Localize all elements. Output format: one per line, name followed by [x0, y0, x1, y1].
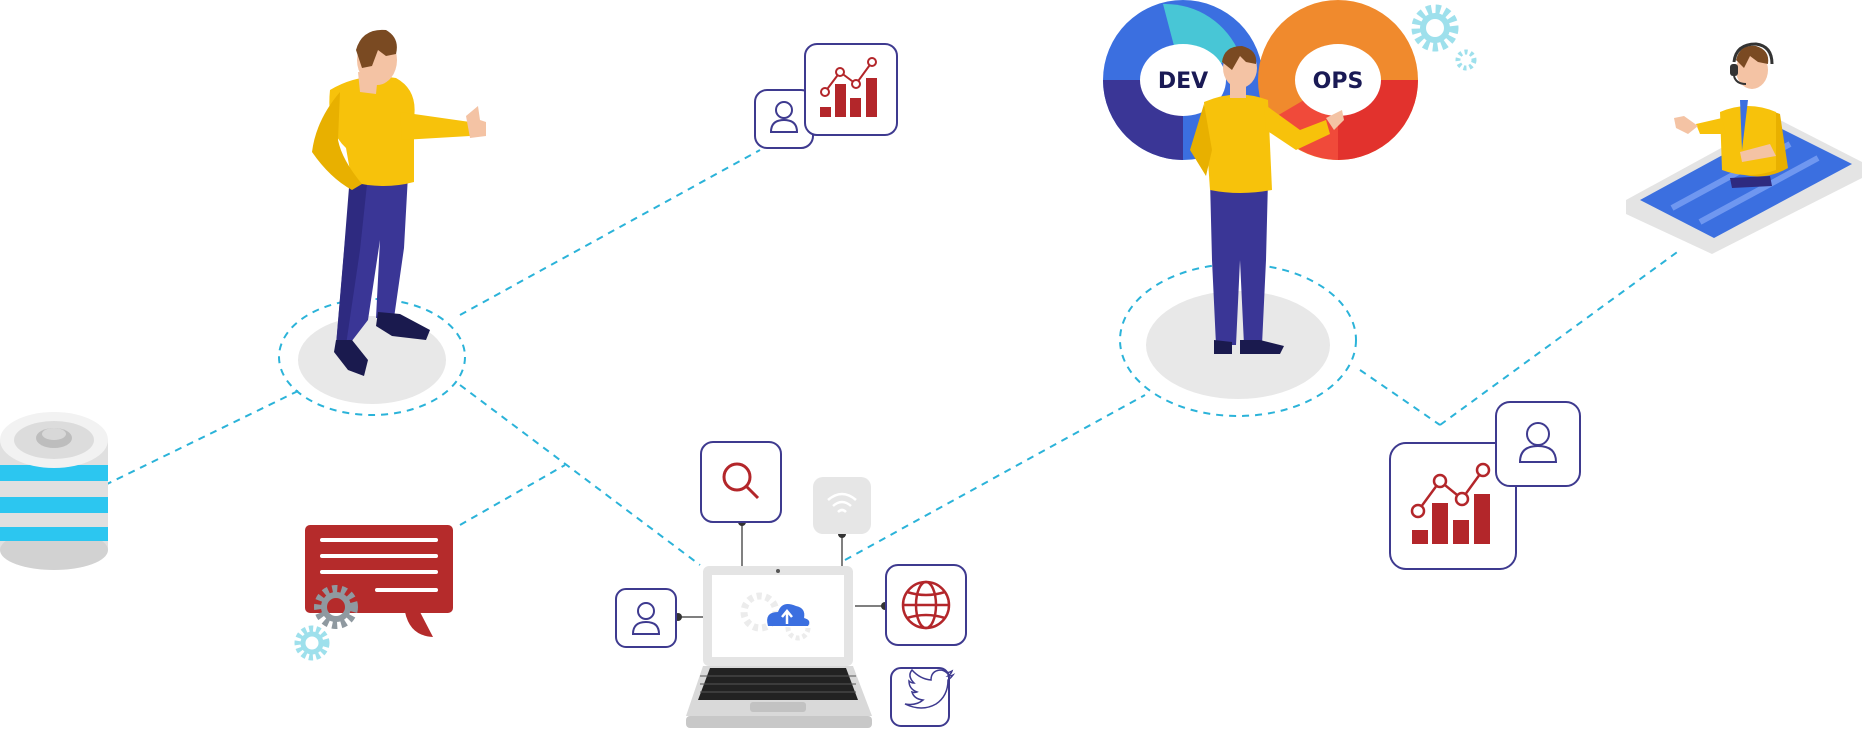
- connector-chat-to-line: [459, 464, 566, 526]
- person-card-laptop: [615, 588, 677, 648]
- person-icon: [769, 101, 799, 133]
- connector-person-to-chart: [459, 149, 761, 316]
- bar-chart-icon: [1410, 462, 1491, 544]
- person-thumbs-up: [312, 29, 486, 376]
- twitter-icon: [904, 668, 956, 709]
- search-icon: [722, 462, 760, 500]
- dev-label: DEV: [1158, 69, 1208, 94]
- twitter-card: [890, 667, 956, 727]
- bar-chart-icon: [820, 57, 877, 117]
- person-icon: [631, 602, 661, 635]
- connector-devops-to-chart: [1359, 369, 1441, 426]
- platform-ring-left: [278, 298, 466, 416]
- globe-icon: [901, 580, 951, 630]
- connector-chart-to-tablet: [1439, 249, 1681, 426]
- ops-label: OPS: [1313, 69, 1364, 94]
- support-agent: [1674, 42, 1788, 188]
- connector-person-to-laptop: [459, 384, 701, 566]
- gear-icon: [740, 592, 811, 641]
- person-icon: [1518, 422, 1558, 463]
- connector-lines: [104, 149, 1681, 566]
- platform-ring-right: [1119, 263, 1357, 417]
- laptop-cluster: [615, 441, 967, 728]
- chat-bubble-icon: [294, 525, 453, 661]
- database-icon: [0, 412, 108, 570]
- gear-icon: [1411, 4, 1477, 71]
- cloud-upload-icon: [767, 604, 810, 626]
- connector-database-to-person: [104, 389, 301, 486]
- chart-card-top: [804, 43, 898, 136]
- platform-right: [1146, 291, 1330, 399]
- chart-card-right: [1389, 442, 1517, 570]
- laptop-icon: [686, 566, 872, 728]
- person-card-right: [1495, 401, 1581, 487]
- person-presenting: [1190, 46, 1344, 354]
- wifi-icon: [827, 492, 857, 513]
- tablet-support-agent: [1626, 42, 1862, 254]
- person-card-top: [754, 89, 814, 149]
- gear-icon: [314, 585, 358, 629]
- globe-card: [885, 564, 967, 646]
- wifi-card: [813, 477, 871, 534]
- search-card: [700, 441, 782, 523]
- gear-icon: [294, 625, 330, 661]
- connector-laptop-to-devops: [844, 394, 1146, 561]
